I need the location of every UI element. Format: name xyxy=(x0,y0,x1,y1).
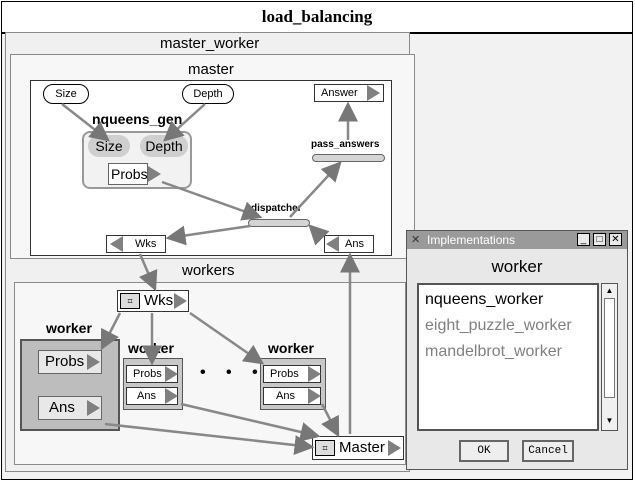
probs-arrow-icon xyxy=(148,166,161,182)
worker-b-ans-port[interactable]: Ans xyxy=(263,387,321,405)
cancel-button[interactable]: Cancel xyxy=(522,440,574,462)
size-input-oval[interactable]: Size xyxy=(43,84,89,104)
wks-arrow-icon xyxy=(110,236,123,252)
master-wks-label: Wks xyxy=(135,238,157,250)
nqueens-probs-port[interactable]: Probs xyxy=(108,163,148,185)
tree-icon: ⌗ xyxy=(315,440,335,456)
worker-b-ans-arrow-icon xyxy=(308,388,321,404)
workers-ellipsis: • • • xyxy=(200,364,266,381)
workers-wks-label: Wks xyxy=(144,292,174,309)
worker-a-ans-arrow-icon xyxy=(165,388,178,404)
worker-b-probs-arrow-icon xyxy=(308,366,321,382)
worker-a-title: worker xyxy=(128,340,174,356)
pass-answers-node[interactable] xyxy=(312,154,385,162)
maximize-button[interactable]: □ xyxy=(593,233,606,246)
window-title: load_balancing xyxy=(2,2,632,34)
ok-button[interactable]: OK xyxy=(459,440,509,462)
network-icon: ⌗ xyxy=(120,293,140,309)
implementations-list[interactable]: nqueens_worker eight_puzzle_worker mande… xyxy=(417,283,599,431)
big-worker-title: worker xyxy=(46,320,92,336)
master-title: master xyxy=(188,61,234,78)
dialog-heading: worker xyxy=(491,257,543,276)
workers-title: workers xyxy=(182,262,235,279)
workers-wks-arrow-icon xyxy=(174,293,187,309)
nqueens-size-param[interactable]: Size xyxy=(88,135,130,157)
master-worker-title: master_worker xyxy=(160,35,260,52)
dialog-title-bar: Implementations xyxy=(407,231,627,249)
implementations-dialog: Implementations ✕ _ □ ✕ worker nqueens_w… xyxy=(406,230,628,470)
dialog-title: Implementations xyxy=(427,233,516,247)
dispatcher-label: dispatcher xyxy=(251,203,302,214)
scroll-down-icon[interactable]: ▼ xyxy=(605,416,614,425)
answer-arrow-icon xyxy=(367,85,380,101)
list-item-nqueens-worker[interactable]: nqueens_worker xyxy=(425,291,544,308)
minimize-button[interactable]: _ xyxy=(577,233,590,246)
list-item-eight-puzzle-worker[interactable]: eight_puzzle_worker xyxy=(425,317,572,334)
ans-arrow-icon xyxy=(326,236,339,252)
nqueens-gen-title: nqueens_gen xyxy=(92,111,183,127)
dispatcher-node[interactable] xyxy=(248,219,310,227)
nqueens-depth-param[interactable]: Depth xyxy=(140,135,188,157)
big-worker-ans-port[interactable]: Ans xyxy=(38,396,102,420)
big-worker-ans-arrow-icon xyxy=(87,400,100,416)
app-icon: ✕ xyxy=(411,234,421,246)
pass-answers-label: pass_answers xyxy=(311,139,380,150)
worker-b-probs-port[interactable]: Probs xyxy=(263,365,321,383)
big-worker-probs-arrow-icon xyxy=(87,354,100,370)
close-button[interactable]: ✕ xyxy=(609,233,622,246)
answer-port-label: Answer xyxy=(321,87,358,99)
worker-b-title: worker xyxy=(268,340,314,356)
depth-input-oval[interactable]: Depth xyxy=(182,84,234,104)
master-arrow-icon xyxy=(388,440,401,456)
scroll-thumb[interactable] xyxy=(604,298,615,398)
scroll-up-icon[interactable]: ▲ xyxy=(605,286,614,295)
list-scrollbar[interactable]: ▲ ▼ xyxy=(601,283,618,431)
workers-master-label: Master xyxy=(339,439,385,456)
master-ans-label: Ans xyxy=(345,238,364,250)
list-item-mandelbrot-worker[interactable]: mandelbrot_worker xyxy=(425,343,562,360)
worker-a-probs-arrow-icon xyxy=(165,366,178,382)
